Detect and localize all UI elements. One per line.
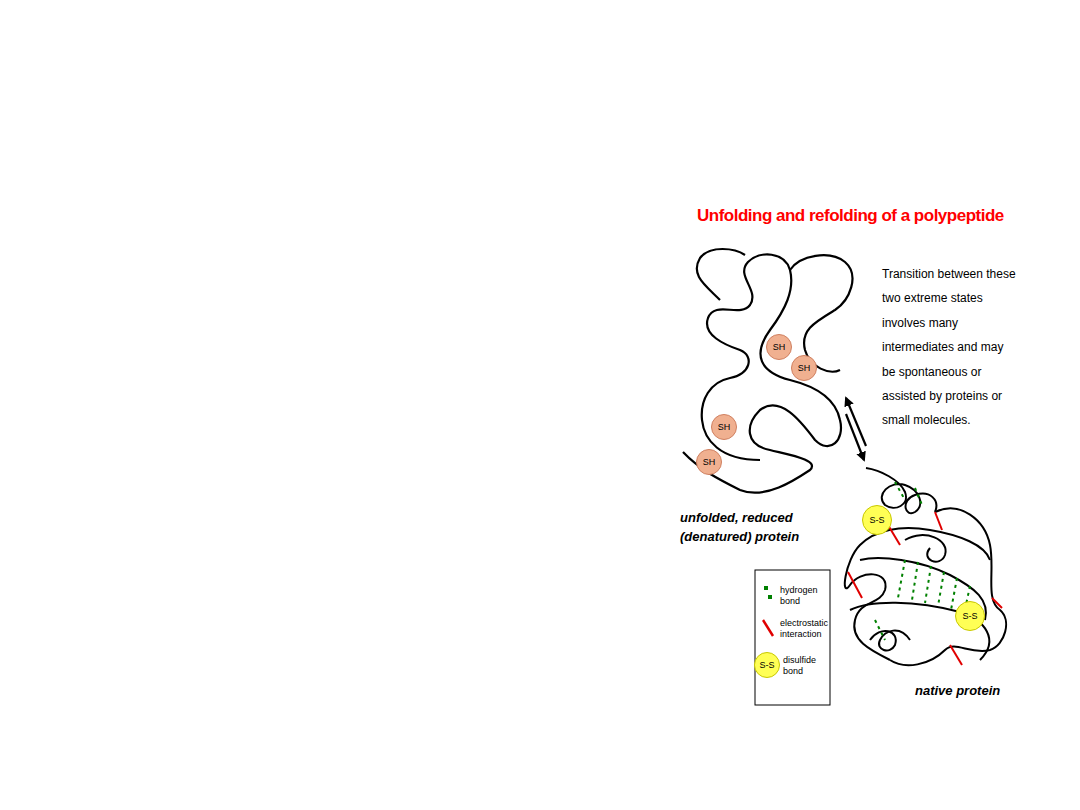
- unfolded-chain: [790, 255, 852, 371]
- note-text: Transition between these two extreme sta…: [882, 262, 1017, 433]
- hydrogen-bond-sample: [764, 586, 772, 599]
- thiol-group: SH: [766, 334, 792, 360]
- disulfide-bond: S-S: [862, 505, 892, 535]
- node-text: SH: [703, 458, 716, 467]
- thiol-group: SH: [791, 355, 817, 381]
- node-text: S-S: [759, 661, 774, 670]
- node-text: SH: [798, 364, 811, 373]
- legend-text: hydrogen bond: [780, 585, 826, 607]
- electrostatic-sample: [763, 620, 773, 636]
- legend-text: electrostatic interaction: [780, 618, 828, 640]
- unfolded-chain: [683, 254, 841, 492]
- node-text: S-S: [869, 516, 884, 525]
- title: Unfolding and refolding of a polypeptide: [697, 206, 1004, 226]
- disulfide-bond: S-S: [955, 601, 985, 631]
- legend-box: [755, 570, 830, 705]
- thiol-group: SH: [711, 414, 737, 440]
- thiol-group: SH: [696, 449, 722, 475]
- node-text: SH: [773, 343, 786, 352]
- unfolded-chain: [697, 249, 745, 300]
- state-label: unfolded, reduced (denatured) protein: [680, 508, 830, 546]
- node-text: S-S: [962, 612, 977, 621]
- node-text: SH: [718, 423, 731, 432]
- legend-text: disulfide bond: [783, 655, 827, 677]
- native-chain: [845, 468, 1006, 665]
- electrostatic-interaction: [848, 512, 1002, 665]
- disulfide-sample: S-S: [754, 652, 780, 678]
- forward-arrow: [846, 414, 864, 460]
- state-label: native protein: [915, 683, 1000, 698]
